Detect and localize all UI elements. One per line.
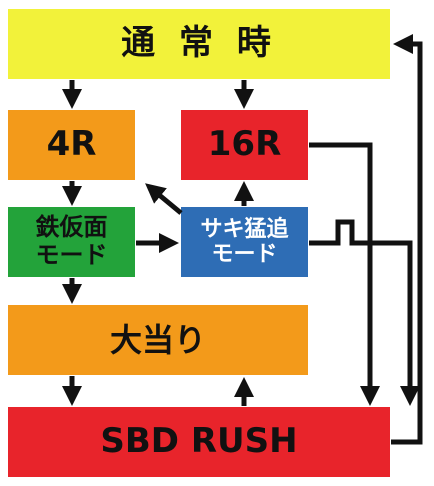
arrow-16r-to-rush: [309, 142, 380, 406]
arrow-saki-to-4r: [145, 183, 183, 215]
saki-mode-box: サキ猛追 モード: [181, 207, 308, 277]
4r-box: 4R: [8, 110, 135, 180]
jackpot-box: 大当り: [8, 305, 308, 375]
16r-box: 16R: [181, 110, 308, 180]
saki-mode-line2: モード: [211, 242, 278, 267]
saki-mode-line1: サキ猛追: [200, 216, 289, 242]
sbd-rush-label: SBD RUSH: [100, 421, 298, 462]
arrow-rush-to-normal: [391, 34, 423, 445]
jackpot-label: 大当り: [109, 320, 206, 359]
normal-state-box: 通 常 時: [8, 9, 390, 79]
tekkamen-mode-line2: モード: [35, 241, 108, 269]
tekkamen-mode-line1: 鉄仮面: [35, 213, 108, 242]
16r-label: 16R: [207, 124, 282, 165]
4r-label: 4R: [46, 124, 97, 165]
tekkamen-mode-box: 鉄仮面 モード: [8, 207, 135, 277]
sbd-rush-box: SBD RUSH: [8, 407, 390, 477]
normal-state-label: 通 常 時: [121, 23, 277, 64]
arrow-saki-to-rush: [309, 219, 420, 406]
